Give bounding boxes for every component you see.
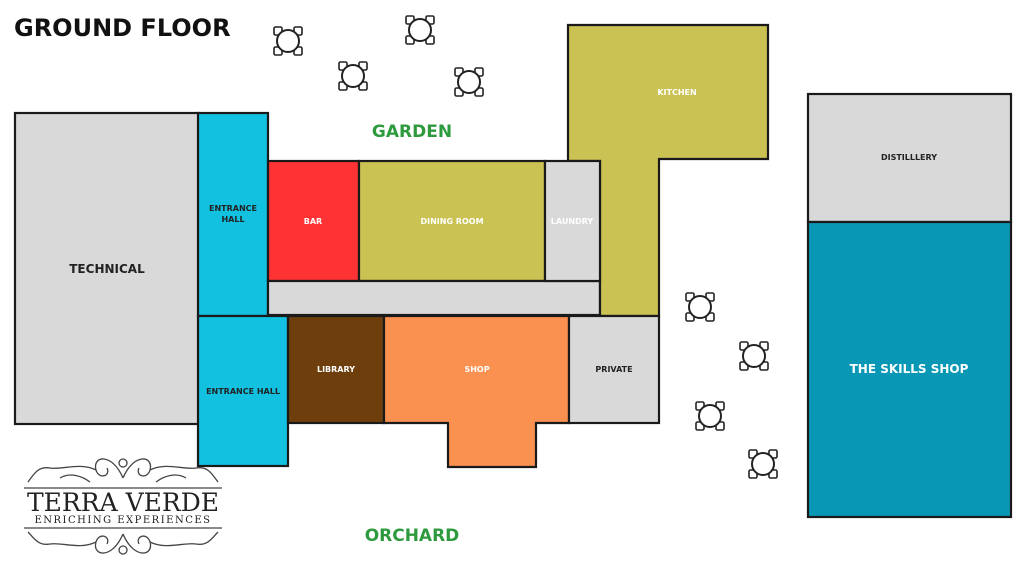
garden-table-icon bbox=[338, 61, 368, 91]
garden-table-icon bbox=[405, 15, 435, 45]
corridor[interactable] bbox=[266, 279, 602, 317]
room-kitchen-label: KITCHEN bbox=[657, 88, 696, 97]
room-shop-label: SHOP bbox=[464, 365, 489, 374]
garden-table-icon bbox=[273, 26, 303, 56]
logo-name: TERRA VERDE bbox=[27, 488, 219, 517]
room-library[interactable] bbox=[286, 314, 386, 425]
room-entrance-hall-upper-label-line2: HALL bbox=[221, 215, 244, 224]
room-skills-shop[interactable] bbox=[806, 220, 1013, 519]
room-laundry-label: LAUNDRY bbox=[551, 217, 594, 226]
patio-table-icon bbox=[695, 401, 725, 431]
terra-verde-logo: TERRA VERDE ENRICHING EXPERIENCES bbox=[24, 458, 222, 555]
room-entrance-hall-upper[interactable] bbox=[196, 111, 270, 318]
logo-tagline: ENRICHING EXPERIENCES bbox=[34, 515, 211, 526]
zone-garden-label: GARDEN bbox=[372, 122, 452, 142]
logo-ornament-bottom-icon bbox=[27, 531, 219, 555]
room-private-label: PRIVATE bbox=[595, 365, 632, 374]
room-dining-room-label: DINING ROOM bbox=[420, 217, 483, 226]
patio-table-icon bbox=[739, 341, 769, 371]
patio-table-icon bbox=[685, 292, 715, 322]
room-laundry[interactable] bbox=[543, 159, 602, 283]
floor-title: GROUND FLOOR bbox=[14, 14, 231, 42]
room-bar-label: BAR bbox=[304, 217, 322, 226]
zone-orchard-label: ORCHARD bbox=[365, 526, 460, 546]
room-entrance-hall-lower-label: ENTRANCE HALL bbox=[206, 387, 280, 396]
room-technical-label: TECHNICAL bbox=[69, 262, 145, 276]
room-library-label: LIBRARY bbox=[317, 365, 355, 374]
room-shop[interactable] bbox=[382, 314, 571, 469]
room-distillery-label: DISTILLLERY bbox=[881, 153, 937, 162]
logo-ornament-top-icon bbox=[27, 458, 219, 483]
room-entrance-hall-upper-label-line1: ENTRANCE bbox=[209, 204, 257, 213]
room-private[interactable] bbox=[567, 314, 661, 425]
garden-table-icon bbox=[454, 67, 484, 97]
room-technical[interactable] bbox=[13, 111, 201, 426]
room-skills-shop-label: THE SKILLS SHOP bbox=[850, 362, 969, 376]
patio-table-icon bbox=[748, 449, 778, 479]
room-entrance-hall-lower[interactable] bbox=[196, 314, 290, 468]
